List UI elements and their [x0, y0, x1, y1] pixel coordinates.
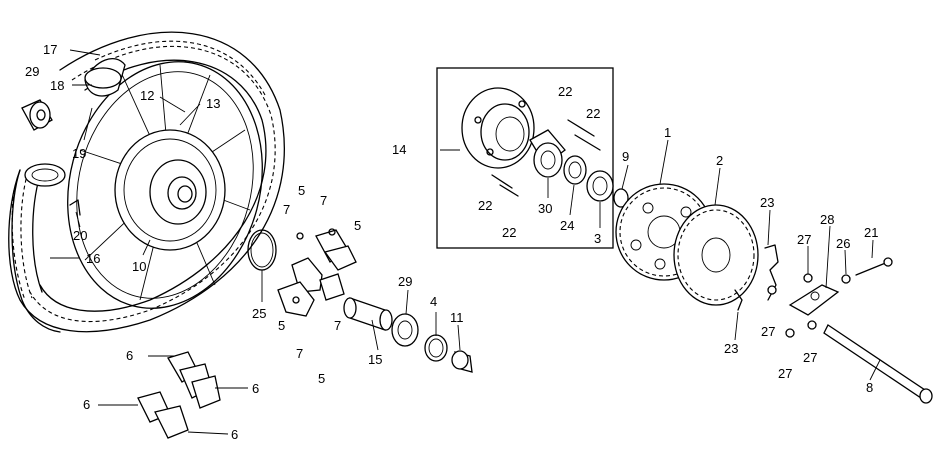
bearing-29-left [21, 99, 53, 131]
callout-7: 7 [283, 202, 290, 217]
callout-25: 25 [252, 306, 266, 321]
callout-11: 11 [450, 310, 464, 325]
callout-29: 29 [398, 274, 412, 289]
callout-2: 2 [716, 153, 723, 168]
callout-30: 30 [538, 201, 552, 216]
callout-10: 10 [132, 259, 146, 274]
callout-5: 5 [278, 318, 285, 333]
callout-24: 24 [560, 218, 574, 233]
callout-27: 27 [803, 350, 817, 365]
oil-seal-4 [424, 334, 448, 362]
wheel-hub [114, 129, 226, 251]
callout-8: 8 [866, 380, 873, 395]
callout-13: 13 [206, 96, 220, 111]
callout-23: 23 [760, 195, 774, 210]
callout-27: 27 [761, 324, 775, 339]
callout-1: 1 [664, 125, 671, 140]
studs-22 [491, 119, 601, 197]
callout-6: 6 [252, 381, 259, 396]
callout-16: 16 [86, 251, 100, 266]
collar-11 [451, 350, 473, 373]
tire-section-16 [24, 163, 66, 187]
rear-axle-8 [823, 324, 933, 404]
callout-22: 22 [558, 84, 572, 99]
damper-rubbers-6 [137, 351, 221, 439]
callout-18: 18 [50, 78, 64, 93]
callout-21: 21 [864, 225, 878, 240]
o-ring-25 [247, 229, 277, 271]
callout-27: 27 [797, 232, 811, 247]
rear-rim [67, 61, 263, 309]
callout-7: 7 [320, 193, 327, 208]
callout-12: 12 [140, 88, 154, 103]
callout-20: 20 [73, 228, 87, 243]
callout-6: 6 [83, 397, 90, 412]
callout-23: 23 [724, 341, 738, 356]
callout-22: 22 [478, 198, 492, 213]
chain-guide-23-lower [734, 289, 743, 311]
callout-6: 6 [126, 348, 133, 363]
callout-5: 5 [298, 183, 305, 198]
callout-9: 9 [622, 149, 629, 164]
leader-lines [50, 49, 881, 435]
callout-27: 27 [778, 366, 792, 381]
callout-labels: 17 29 18 19 12 13 20 16 10 25 5 7 7 5 5 … [25, 42, 878, 442]
collar-15 [343, 297, 393, 331]
bearing-29-right [391, 313, 419, 347]
callout-19: 19 [72, 146, 86, 161]
rim-band-20 [69, 199, 81, 216]
hub-damper-parts-5-7 [277, 228, 357, 317]
callout-22: 22 [502, 225, 516, 240]
nuts-27 [767, 273, 817, 338]
callout-26: 26 [836, 236, 850, 251]
callout-6: 6 [231, 427, 238, 442]
oil-seal-24 [563, 155, 587, 185]
rear-tire [8, 31, 285, 333]
callout-5: 5 [354, 218, 361, 233]
final-driven-flange-14 [461, 87, 535, 169]
callout-3: 3 [594, 231, 601, 246]
callout-28: 28 [820, 212, 834, 227]
inner-tube-17 [84, 58, 126, 97]
bearing-30 [529, 129, 566, 178]
collar-9 [613, 188, 629, 208]
callout-22: 22 [586, 106, 600, 121]
callout-15: 15 [368, 352, 382, 367]
callout-17: 17 [43, 42, 57, 57]
chain-adjuster-28 [788, 284, 840, 316]
sprocket-guard-2 [673, 204, 759, 306]
dust-seal-3 [586, 170, 614, 202]
sprocket-hub-group-frame [436, 67, 614, 249]
callout-5: 5 [318, 371, 325, 386]
callout-7: 7 [296, 346, 303, 361]
callout-4: 4 [430, 294, 437, 309]
callout-7: 7 [334, 318, 341, 333]
callout-29: 29 [25, 64, 39, 79]
adjuster-bolt-21 [855, 257, 893, 276]
washer-26 [841, 274, 851, 284]
callout-14: 14 [392, 142, 406, 157]
